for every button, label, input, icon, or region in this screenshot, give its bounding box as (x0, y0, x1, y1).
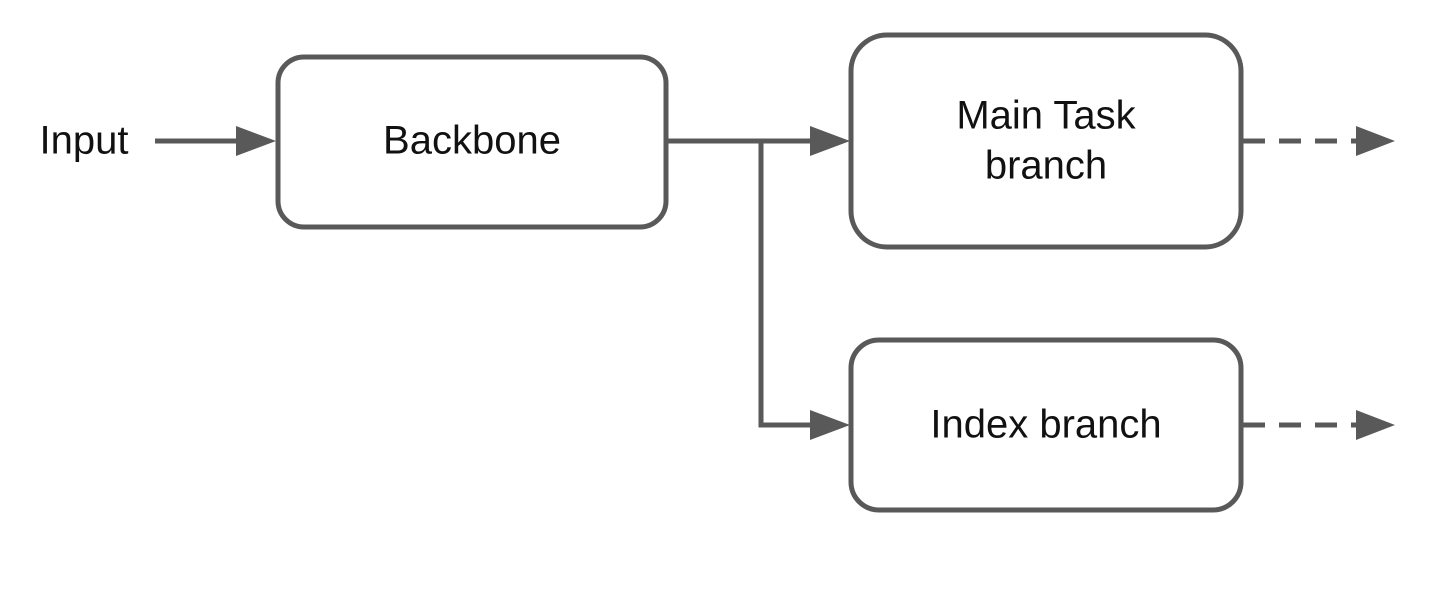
main-task-label-line1: Main Task (956, 94, 1136, 138)
main-task-output-arrow (1243, 126, 1395, 156)
backbone-label: Backbone (383, 119, 561, 163)
backbone-to-main-task-arrow (666, 126, 850, 156)
input-label: Input (40, 119, 129, 163)
index-branch-node: Index branch (848, 337, 1244, 513)
index-branch-label: Index branch (930, 403, 1161, 447)
main-task-label-line2: branch (985, 144, 1107, 188)
main-task-branch-node: Main Task branch (848, 32, 1244, 250)
backbone-to-index-arrow (758, 141, 850, 440)
backbone-node: Backbone (275, 54, 669, 230)
input-to-backbone-arrow (155, 126, 276, 156)
index-output-arrow (1243, 410, 1395, 440)
